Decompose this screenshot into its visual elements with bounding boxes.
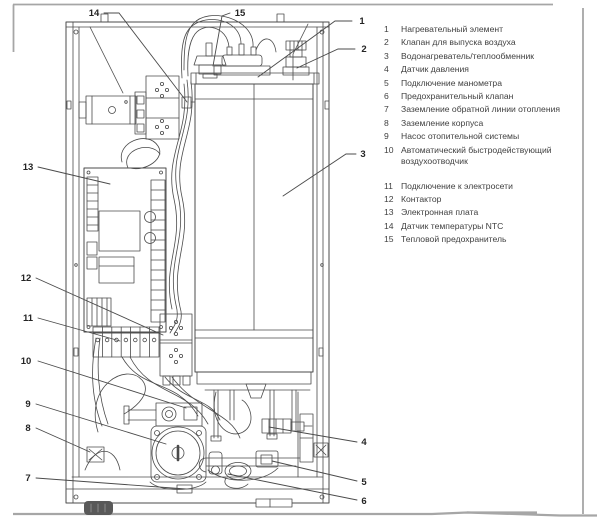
wiring-harness [92,79,252,439]
legend-item: 8 Заземление корпуса [384,118,596,129]
callout-1: 1 [359,16,365,27]
legend-item-number: 15 [384,234,394,245]
callout-leader-lines [35,12,358,501]
legend-item: 6 Предохранительный клапан [384,91,596,102]
legend-item-number: 9 [384,131,389,142]
legend-item: 4 Датчик давления [384,64,596,75]
legend-item: 12 Контактор [384,194,596,205]
legend-item: 5 Подключение манометра [384,78,596,89]
legend-item: 15 Тепловой предохранитель [384,234,596,245]
air-vent-valve [282,40,310,76]
legend-item-number: 10 [384,144,394,155]
callout-9: 9 [25,399,30,410]
mounting-tab [276,13,285,23]
callout-3: 3 [360,149,365,160]
legend-item: 7 Заземление обратной линии отопления [384,104,596,115]
legend-item-number: 14 [384,220,394,231]
callout-numbers: 1 2 3 4 5 6 7 8 9 10 11 12 13 14 15 [21,8,368,507]
electronic-board [83,167,167,333]
callout-14: 14 [89,8,100,19]
legend-item-label: Заземление обратной линии отопления [401,104,561,115]
manometer-connection [255,450,279,468]
heating-element [181,15,277,79]
callout-6: 6 [361,496,366,507]
callout-10: 10 [21,356,32,367]
base-and-feet [65,476,330,515]
callout-4: 4 [361,437,367,448]
mains-terminal-block [92,326,160,358]
pressure-sensor [261,418,313,434]
legend-item: 14 Датчик температуры NTC [384,221,596,232]
legend-item: 1 Нагревательный элемент [384,24,596,35]
legend-item-number: 1 [384,24,389,34]
callout-7: 7 [25,473,30,484]
legend-item-number: 5 [384,77,389,88]
legend-item-label: Нагревательный элемент [401,24,504,34]
thermal-fuse [193,42,227,79]
legend-item: 3 Водонагреватель/теплообменник [384,51,596,62]
legend-item-number: 11 [384,180,393,191]
callout-8: 8 [25,423,30,434]
legend-item-number: 4 [384,64,389,75]
legend-item-label: Автоматический быстродействующий воздухо… [401,144,552,166]
cabinet-outline [65,13,330,504]
legend-item-number: 6 [384,90,389,101]
circulation-pump [84,402,207,490]
callout-11: 11 [23,313,34,324]
legend-item-number: 7 [384,104,389,115]
ntc-temperature-sensor [181,96,196,109]
legend-item: 10 Автоматический быстродействующий возду… [384,145,596,167]
legend-item-label: Подключение к электросети [401,180,513,191]
legend-item: 13 Электронная плата [384,207,596,218]
legend-item-label: Электронная плата [401,207,479,218]
callout-15: 15 [235,8,246,19]
callout-13: 13 [23,162,34,173]
left-foot [84,501,113,515]
legend-item: 11 Подключение к электросети [384,181,596,192]
ground-clamp-return-line [176,484,193,494]
legend-item-label: Предохранительный клапан [401,90,514,101]
contactor [159,313,193,386]
legend-item-label: Заземление корпуса [401,117,484,128]
mounting-tab [100,13,109,23]
legend-item-label: Тепловой предохранитель [401,234,507,245]
legend-item-label: Контактор [401,193,442,204]
legend-item-label: Клапан для выпуска воздуха [401,37,516,48]
callout-5: 5 [361,477,367,488]
legend-item-number: 12 [384,193,394,204]
callout-2: 2 [361,44,366,55]
page-border-lines [12,3,597,517]
bottom-pipework [198,451,301,481]
legend-item: 9 Насос отопительной системы [384,131,596,142]
cable-conduit [78,95,137,125]
legend-item-label: Водонагреватель/теплообменник [401,50,535,61]
legend: 1 Нагревательный элемент 2 Клапан для выпу… [384,24,596,247]
legend-item-label: Датчик давления [401,64,469,75]
legend-item: 2 Клапан для выпуска воздуха [384,37,596,48]
right-foot-bracket [255,498,293,508]
legend-item-label: Подключение манометра [401,77,502,88]
legend-item-number: 2 [384,37,389,48]
legend-item-number: 8 [384,117,389,128]
legend-item-number: 3 [384,50,389,61]
legend-item-label: Датчик температуры NTC [401,220,504,231]
legend-item-label: Насос отопительной системы [401,131,520,142]
callout-12: 12 [21,273,32,284]
legend-item-number: 13 [384,207,394,218]
ground-clamp-case [86,446,105,463]
upper-relay-block [134,75,180,140]
ground-clamp-right [313,442,329,458]
water-tank-heat-exchanger [190,72,320,478]
